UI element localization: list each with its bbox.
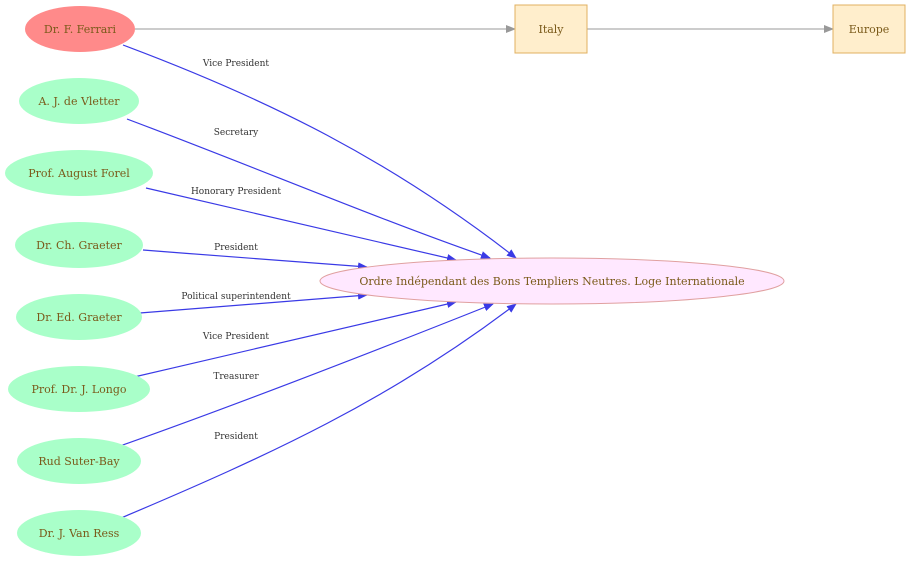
node-ferrari-label: Dr. F. Ferrari (44, 23, 117, 36)
node-forel-label: Prof. August Forel (28, 167, 130, 180)
node-ferrari[interactable]: Dr. F. Ferrari (25, 6, 135, 52)
edge-vanress-organization (120, 303, 517, 519)
node-organization[interactable]: Ordre Indépendant des Bons Templiers Neu… (319, 257, 785, 305)
edge-ferrari-organization (122, 44, 517, 259)
node-longo-label: Prof. Dr. J. Longo (31, 383, 126, 396)
edge-label-vletter: Secretary (214, 128, 259, 138)
node-organization-shape (319, 257, 785, 305)
edge-suter-organization (119, 303, 494, 447)
edge-forel-organization (145, 187, 457, 262)
role-edges (119, 44, 517, 519)
node-italy-label: Italy (538, 23, 564, 36)
node-ch-graeter[interactable]: Dr. Ch. Graeter (15, 222, 143, 268)
edge-labels: Vice President Secretary Honorary Presid… (181, 59, 291, 442)
edge-ed-graeter-organization (139, 291, 368, 314)
node-vletter[interactable]: A. J. de Vletter (19, 78, 139, 124)
edge-label-suter: Treasurer (213, 372, 259, 382)
node-organization-label: Ordre Indépendant des Bons Templiers Neu… (359, 275, 744, 288)
node-ed-graeter[interactable]: Dr. Ed. Graeter (16, 294, 142, 340)
edge-label-longo: Vice President (202, 332, 270, 342)
node-longo[interactable]: Prof. Dr. J. Longo (8, 366, 150, 412)
edge-label-vanress: President (214, 432, 258, 442)
node-suter-shape (17, 438, 141, 484)
edge-label-ed-graeter: Political superintendent (181, 292, 291, 302)
edge-label-forel: Honorary President (191, 187, 281, 197)
node-vletter-shape (19, 78, 139, 124)
node-vletter-label: A. J. de Vletter (37, 95, 120, 108)
edge-vletter-organization (126, 118, 491, 259)
node-ch-graeter-shape (15, 222, 143, 268)
edge-longo-organization (133, 300, 457, 378)
node-ed-graeter-shape (16, 294, 142, 340)
node-italy[interactable]: Italy (514, 4, 588, 54)
node-europe-label: Europe (849, 23, 890, 36)
node-europe[interactable]: Europe (832, 4, 906, 54)
edge-label-ch-graeter: President (214, 243, 258, 253)
node-suter[interactable]: Rud Suter-Bay (17, 438, 141, 484)
node-vanress[interactable]: Dr. J. Van Ress (17, 510, 141, 556)
node-longo-shape (8, 366, 150, 412)
node-suter-label: Rud Suter-Bay (38, 455, 120, 468)
edge-ch-graeter-organization (142, 249, 368, 271)
node-europe-shape (832, 4, 906, 54)
node-vanress-label: Dr. J. Van Ress (39, 527, 120, 540)
node-italy-shape (514, 4, 588, 54)
node-forel[interactable]: Prof. August Forel (5, 150, 153, 196)
node-ch-graeter-label: Dr. Ch. Graeter (36, 239, 122, 252)
node-ed-graeter-label: Dr. Ed. Graeter (36, 311, 122, 324)
node-vanress-shape (17, 510, 141, 556)
node-ferrari-shape (25, 6, 135, 52)
node-forel-shape (5, 150, 153, 196)
edge-label-ferrari: Vice President (202, 59, 270, 69)
